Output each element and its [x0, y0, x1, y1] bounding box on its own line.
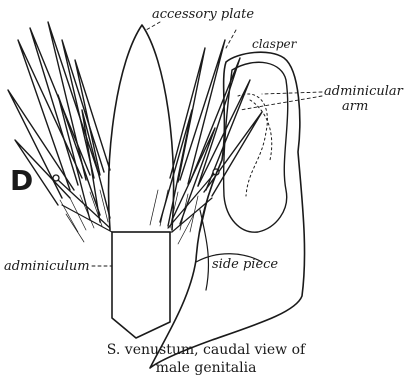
label-adminicular-arm-1: adminicular	[324, 84, 404, 99]
caption-line-1: S. venustum, caudal view of	[107, 342, 307, 358]
adminiculum-shape	[112, 232, 170, 338]
label-adminiculum: adminiculum	[4, 259, 90, 274]
adminicular-pins	[53, 169, 219, 228]
accessory-plate-shape	[109, 25, 174, 230]
caption-line-2: male genitalia	[156, 360, 257, 376]
panel-letter: D	[10, 164, 33, 197]
label-adminicular-arm-2: arm	[342, 99, 368, 114]
label-accessory-plate: accessory plate	[152, 7, 254, 22]
label-clasper: clasper	[252, 37, 298, 51]
label-side-piece: side piece	[212, 257, 278, 272]
clasper-shape	[224, 62, 288, 232]
